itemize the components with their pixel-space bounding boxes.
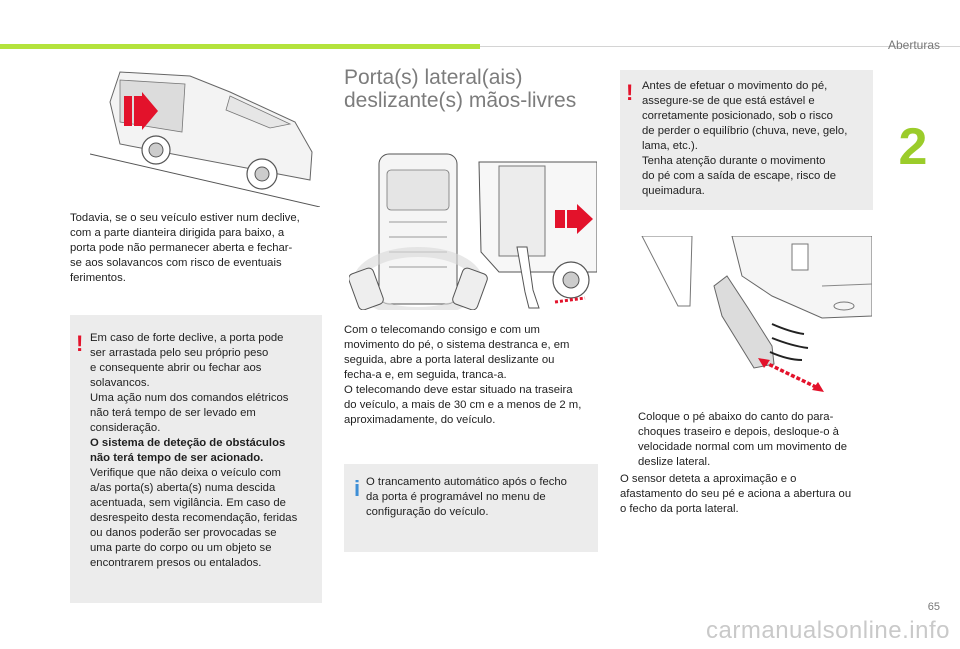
warning-icon: ! <box>76 331 84 356</box>
page-number: 65 <box>927 601 940 613</box>
foot-instruction-item: Coloque o pé abaixo do canto do para- ch… <box>620 410 875 470</box>
foot-instruction-text: Coloque o pé abaixo do canto do para- ch… <box>638 411 848 468</box>
watermark: carmanualsonline.info <box>706 617 950 644</box>
slope-warning-text-1: Em caso de forte declive, a porta pode s… <box>90 332 289 434</box>
foot-under-bumper-illustration <box>622 236 872 398</box>
slope-warning-bold: O sistema de deteção de obstáculos não t… <box>90 437 286 464</box>
slope-warning-content: Em caso de forte declive, a porta pode s… <box>90 331 318 571</box>
info-icon: i <box>354 476 361 501</box>
foot-warning-box: ! Antes de efetuar o movimento do pé, as… <box>620 70 873 210</box>
sensor-body: O sensor deteta a aproximação e o afasta… <box>620 473 852 515</box>
info-text: O trancamento automático após o fecho da… <box>366 476 567 518</box>
warning-icon-right: ! <box>626 80 634 105</box>
van-on-slope-illustration <box>90 62 320 207</box>
header-rule <box>480 46 960 47</box>
hands-free-door-illustration <box>349 152 597 310</box>
foot-under-bumper-drawing <box>641 236 872 392</box>
hands-free-door-drawing <box>349 152 597 310</box>
van-on-slope-drawing <box>90 71 320 207</box>
chapter-number: 2 <box>898 118 928 176</box>
slope-intro-paragraph: Todavia, se o seu veículo estiver num de… <box>70 212 300 284</box>
section-label: Aberturas <box>887 38 940 52</box>
hands-free-body: Com o telecomando consigo e com um movim… <box>344 324 582 426</box>
slope-warning-box: ! Em caso de forte declive, a porta pode… <box>70 315 322 603</box>
info-box: i O trancamento automático após o fecho … <box>344 464 598 552</box>
section-heading: Porta(s) lateral(ais) deslizante(s) mãos… <box>344 66 577 112</box>
slope-warning-text-2: Verifique que não deixa o veículo com a/… <box>90 467 298 569</box>
header-accent-bar <box>0 44 480 49</box>
foot-warning-text: Antes de efetuar o movimento do pé, asse… <box>642 80 848 197</box>
